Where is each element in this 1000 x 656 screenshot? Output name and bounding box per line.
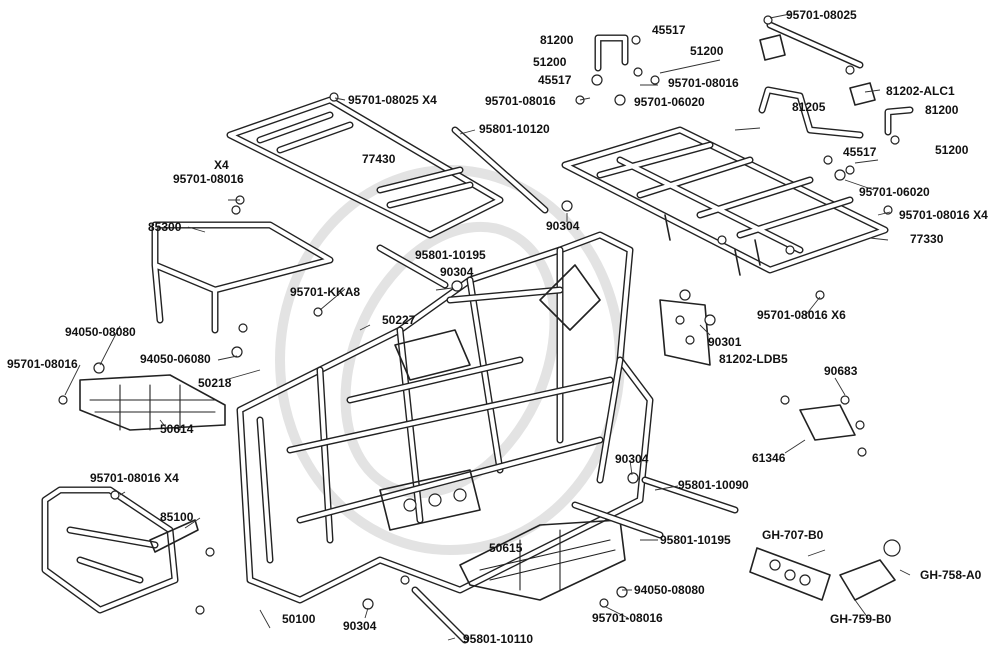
- part-label-95701-08016-c: 95701-08016: [173, 172, 244, 186]
- handle-81205: [758, 86, 864, 139]
- part-label-94050-06080: 94050-06080: [140, 352, 211, 366]
- part-label-95701-08025-top: 95701-08025: [786, 8, 857, 22]
- part-label-90304-a: 90304: [546, 219, 580, 233]
- part-label-95701-08016-e: 95701-08016: [592, 611, 663, 625]
- part-label-77330: 77330: [910, 232, 944, 246]
- part-label-61346: 61346: [752, 451, 786, 465]
- hitch-set: [749, 539, 901, 601]
- part-label-50218: 50218: [198, 376, 232, 390]
- part-label-90304-d: 90304: [343, 619, 377, 633]
- part-label-51200-a: 51200: [690, 44, 724, 58]
- part-label-94050-08080-b: 94050-08080: [634, 583, 705, 597]
- part-label-81202-alc1: 81202-ALC1: [886, 84, 955, 98]
- part-label-gh-707-b0: GH-707-B0: [762, 528, 824, 542]
- part-label-45517-a: 45517: [652, 23, 686, 37]
- part-label-95701-08016-a: 95701-08016: [668, 76, 739, 90]
- part-label-95801-10120: 95801-10120: [479, 122, 550, 136]
- rear-rack-77430: [226, 96, 504, 239]
- part-label-50100: 50100: [282, 612, 316, 626]
- part-label-95701-08016-x4-right: 95701-08016 X4: [899, 208, 988, 222]
- part-label-95801-10195-a: 95801-10195: [415, 248, 486, 262]
- part-label-95801-10090: 95801-10090: [678, 478, 749, 492]
- part-label-90304-b: 90304: [440, 265, 474, 279]
- plate-81202-ldb5: [659, 299, 711, 366]
- part-label-45517-b: 45517: [538, 73, 572, 87]
- rear-bumper-85300: [151, 221, 334, 334]
- part-label-45517-c: 45517: [843, 145, 877, 159]
- part-label-90304-c: 90304: [615, 452, 649, 466]
- part-label-85300: 85300: [148, 220, 182, 234]
- part-label-81200-b: 81200: [925, 103, 959, 117]
- part-label-95701-08016-d: 95701-08016: [7, 357, 78, 371]
- part-label-94050-08080-a: 94050-08080: [65, 325, 136, 339]
- main-frame-50100: [236, 231, 654, 604]
- part-label-95701-06020-b: 95701-06020: [859, 185, 930, 199]
- part-label-gh-759-b0: GH-759-B0: [830, 612, 892, 626]
- bracket-81202-alc1: [759, 21, 876, 106]
- part-label-95701-08016-x4-left: 95701-08016 X4: [90, 471, 179, 485]
- part-label-81205: 81205: [792, 100, 826, 114]
- part-label-51200-c: 51200: [935, 143, 969, 157]
- footrest-50614: [79, 374, 226, 431]
- part-label-81202-ldb5: 81202-LDB5: [719, 352, 788, 366]
- part-label-95701-08016-x6: 95701-08016 X6: [757, 308, 846, 322]
- long-bolts: [376, 126, 739, 644]
- front-bumper-85100: [41, 486, 199, 614]
- part-label-90301: 90301: [708, 335, 742, 349]
- handle-81200-top: [594, 34, 629, 72]
- part-label-95801-10110: 95801-10110: [463, 632, 534, 646]
- front-rack-77330: [561, 126, 889, 276]
- part-label-95701-08025-x4: 95701-08025 X4: [348, 93, 437, 107]
- bracket-61346: [799, 404, 856, 441]
- part-label-95701-08016-b: 95701-08016: [485, 94, 556, 108]
- part-label-95701-kka8: 95701-KKA8: [290, 285, 361, 299]
- part-label-85100: 85100: [160, 510, 194, 524]
- part-label-90683: 90683: [824, 364, 858, 378]
- part-label-50227: 50227: [382, 313, 416, 327]
- fasteners: [58, 15, 900, 615]
- part-label-x4: X4: [214, 158, 229, 172]
- part-label-81200-a: 81200: [540, 33, 574, 47]
- leader-lines: [64, 13, 911, 641]
- part-label-gh-758-a0: GH-758-A0: [920, 568, 982, 582]
- part-label-77430: 77430: [362, 152, 396, 166]
- part-label-51200-b: 51200: [533, 55, 567, 69]
- part-label-95801-10195-b: 95801-10195: [660, 533, 731, 547]
- part-label-50614: 50614: [160, 422, 194, 436]
- handle-81200-right: [884, 106, 914, 136]
- part-label-95701-06020-a: 95701-06020: [634, 95, 705, 109]
- part-label-50615: 50615: [489, 541, 523, 555]
- footrest-50615: [459, 519, 626, 601]
